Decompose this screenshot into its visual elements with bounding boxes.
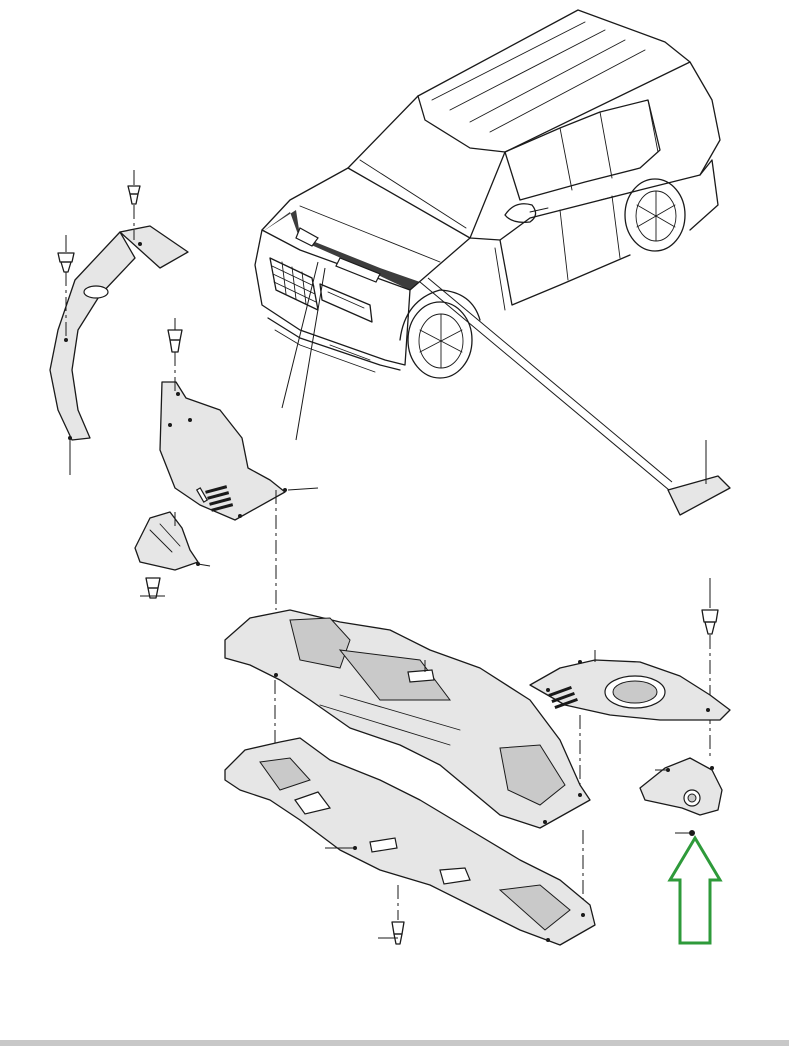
- left-side-bracket: [49, 170, 189, 475]
- leader-line: [281, 261, 326, 441]
- left-heat-shield: [159, 318, 319, 521]
- vehicle-illustration: [254, 9, 721, 379]
- upper-engine-undertray: [224, 609, 591, 829]
- right-mount-bracket: [639, 757, 723, 836]
- lower-engine-undertray: [224, 737, 596, 946]
- left-mount-bracket: [134, 511, 211, 599]
- page-bottom-border: [0, 1040, 789, 1046]
- seal-pad: [667, 440, 731, 516]
- leader-line: [419, 281, 676, 496]
- leader-line: [427, 277, 673, 483]
- arrow-up-icon: [667, 835, 723, 945]
- right-heat-shield: [529, 578, 731, 721]
